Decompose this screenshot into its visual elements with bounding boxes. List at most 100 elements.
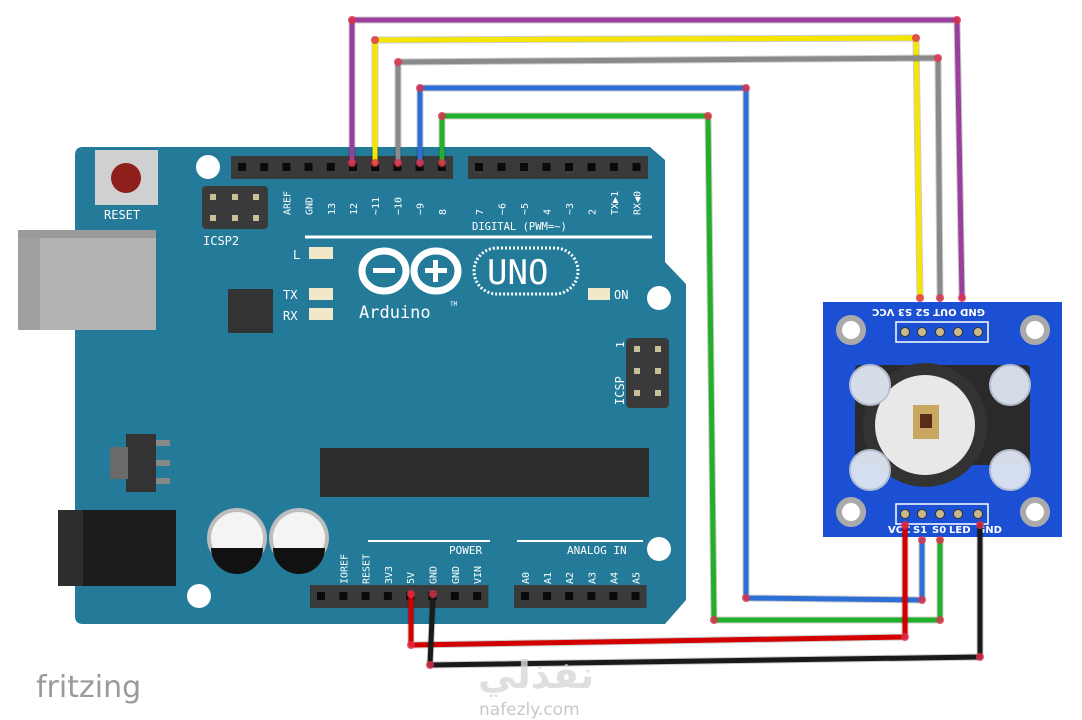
header-pin[interactable] [542, 163, 551, 171]
pin-label: A1 [543, 572, 554, 584]
header-pin[interactable] [437, 163, 446, 171]
gray-wire[interactable] [395, 55, 943, 301]
header-pin[interactable] [361, 592, 370, 600]
yellow-wire[interactable] [372, 35, 923, 301]
sensor-pin-out[interactable] [953, 327, 963, 337]
pin-label: GND [429, 566, 440, 584]
wire-bendpoint[interactable] [936, 536, 944, 544]
sensor-pin-s0[interactable] [935, 509, 945, 519]
header-pin[interactable] [587, 592, 596, 600]
sensor-pin-vcc[interactable] [900, 327, 910, 337]
wire-bendpoint[interactable] [901, 521, 909, 529]
header-pin[interactable] [609, 592, 618, 600]
sensor-pin-s3[interactable] [917, 327, 927, 337]
wire-bendpoint[interactable] [934, 54, 942, 62]
watermark-arabic: نفذلي [478, 653, 594, 697]
sensor-mounting-holes [836, 315, 1050, 527]
sensor-pin-s1[interactable] [917, 509, 927, 519]
header-pin[interactable] [326, 163, 335, 171]
header-pin[interactable] [565, 163, 573, 171]
wire-bendpoint[interactable] [976, 521, 984, 529]
reset-button-cap[interactable] [111, 163, 141, 193]
pin-label: 5V [406, 572, 417, 584]
wire-bendpoint[interactable] [976, 653, 984, 661]
wire-bendpoint[interactable] [438, 112, 446, 120]
wire-bendpoint[interactable] [704, 112, 712, 120]
wire-bendpoint[interactable] [348, 159, 356, 167]
header-pin[interactable] [610, 163, 618, 171]
sensor-pin-vcc[interactable] [900, 509, 910, 519]
wire-bendpoint[interactable] [710, 616, 718, 624]
wire-bendpoint[interactable] [901, 633, 909, 641]
wire-bendpoint[interactable] [918, 596, 926, 604]
pin-label: 2 [588, 209, 599, 215]
header-pin[interactable] [565, 592, 574, 600]
wire-bendpoint[interactable] [416, 159, 424, 167]
header-pin[interactable] [371, 163, 380, 171]
header-pin[interactable] [317, 592, 325, 600]
wire-bendpoint[interactable] [426, 661, 434, 669]
sensor-pin-s2[interactable] [935, 327, 945, 337]
wire-bendpoint[interactable] [936, 616, 944, 624]
sensor-bottom-pin-label: LED [949, 525, 971, 536]
header-pin[interactable] [339, 592, 348, 600]
sensor-bottom-pin-label: GND [977, 525, 1002, 536]
black-wire[interactable] [427, 522, 983, 668]
header-pin[interactable] [450, 592, 459, 600]
wire-bendpoint[interactable] [936, 294, 944, 302]
wire-bendpoint[interactable] [394, 159, 402, 167]
wire-bendpoint[interactable] [348, 16, 356, 24]
header-pin[interactable] [238, 163, 246, 171]
wire-bendpoint[interactable] [918, 536, 926, 544]
sensor-pin-gnd[interactable] [973, 509, 983, 519]
pin-label: ~11 [371, 197, 382, 215]
header-pin[interactable] [304, 163, 313, 171]
mounting-hole [187, 584, 211, 608]
wire-bendpoint[interactable] [742, 84, 750, 92]
purple-wire[interactable] [349, 17, 965, 301]
wire-bendpoint[interactable] [916, 294, 924, 302]
wire-bendpoint[interactable] [912, 34, 920, 42]
header-pin[interactable] [631, 592, 640, 600]
header-pin[interactable] [393, 163, 402, 171]
green-wire[interactable] [439, 113, 943, 623]
brand-label: Arduino [359, 303, 431, 323]
wire-bendpoint[interactable] [394, 58, 402, 66]
wire-bendpoint[interactable] [416, 84, 424, 92]
icsp-pin1-label: 1 [614, 341, 627, 348]
header-pin[interactable] [475, 163, 483, 171]
header-pin[interactable] [521, 592, 529, 600]
wire-bendpoint[interactable] [953, 16, 961, 24]
red-wire[interactable] [408, 522, 908, 648]
header-pin[interactable] [349, 163, 357, 171]
fritzing-logo: fritzing [36, 670, 141, 705]
wire-bendpoint[interactable] [407, 590, 415, 598]
icsp-header [626, 338, 669, 408]
wire-bendpoint[interactable] [371, 159, 379, 167]
header-pin[interactable] [497, 163, 506, 171]
capacitor [207, 508, 267, 574]
header-pin[interactable] [632, 163, 641, 171]
plus-icon-v [433, 260, 438, 282]
header-pin[interactable] [473, 592, 482, 600]
header-pin[interactable] [587, 163, 596, 171]
wire-bendpoint[interactable] [429, 590, 437, 598]
wire-bendpoint[interactable] [407, 641, 415, 649]
wire-bendpoint[interactable] [958, 294, 966, 302]
blue-wire[interactable] [417, 85, 925, 603]
wire-bendpoint[interactable] [371, 36, 379, 44]
header-pin[interactable] [543, 592, 552, 600]
header-pin[interactable] [520, 163, 528, 171]
header-pin[interactable] [383, 592, 392, 600]
wire-bendpoint[interactable] [742, 594, 750, 602]
sensor-pin-led[interactable] [953, 509, 963, 519]
header-pin[interactable] [282, 163, 291, 171]
sensor-pin-gnd[interactable] [973, 327, 983, 337]
header-pin[interactable] [415, 163, 424, 171]
voltage-regulator [126, 434, 156, 492]
led-rx [309, 308, 333, 320]
wire-bendpoint[interactable] [438, 159, 446, 167]
usb-chip [228, 289, 273, 333]
pin-label: 3V3 [384, 566, 395, 584]
header-pin[interactable] [260, 163, 269, 171]
